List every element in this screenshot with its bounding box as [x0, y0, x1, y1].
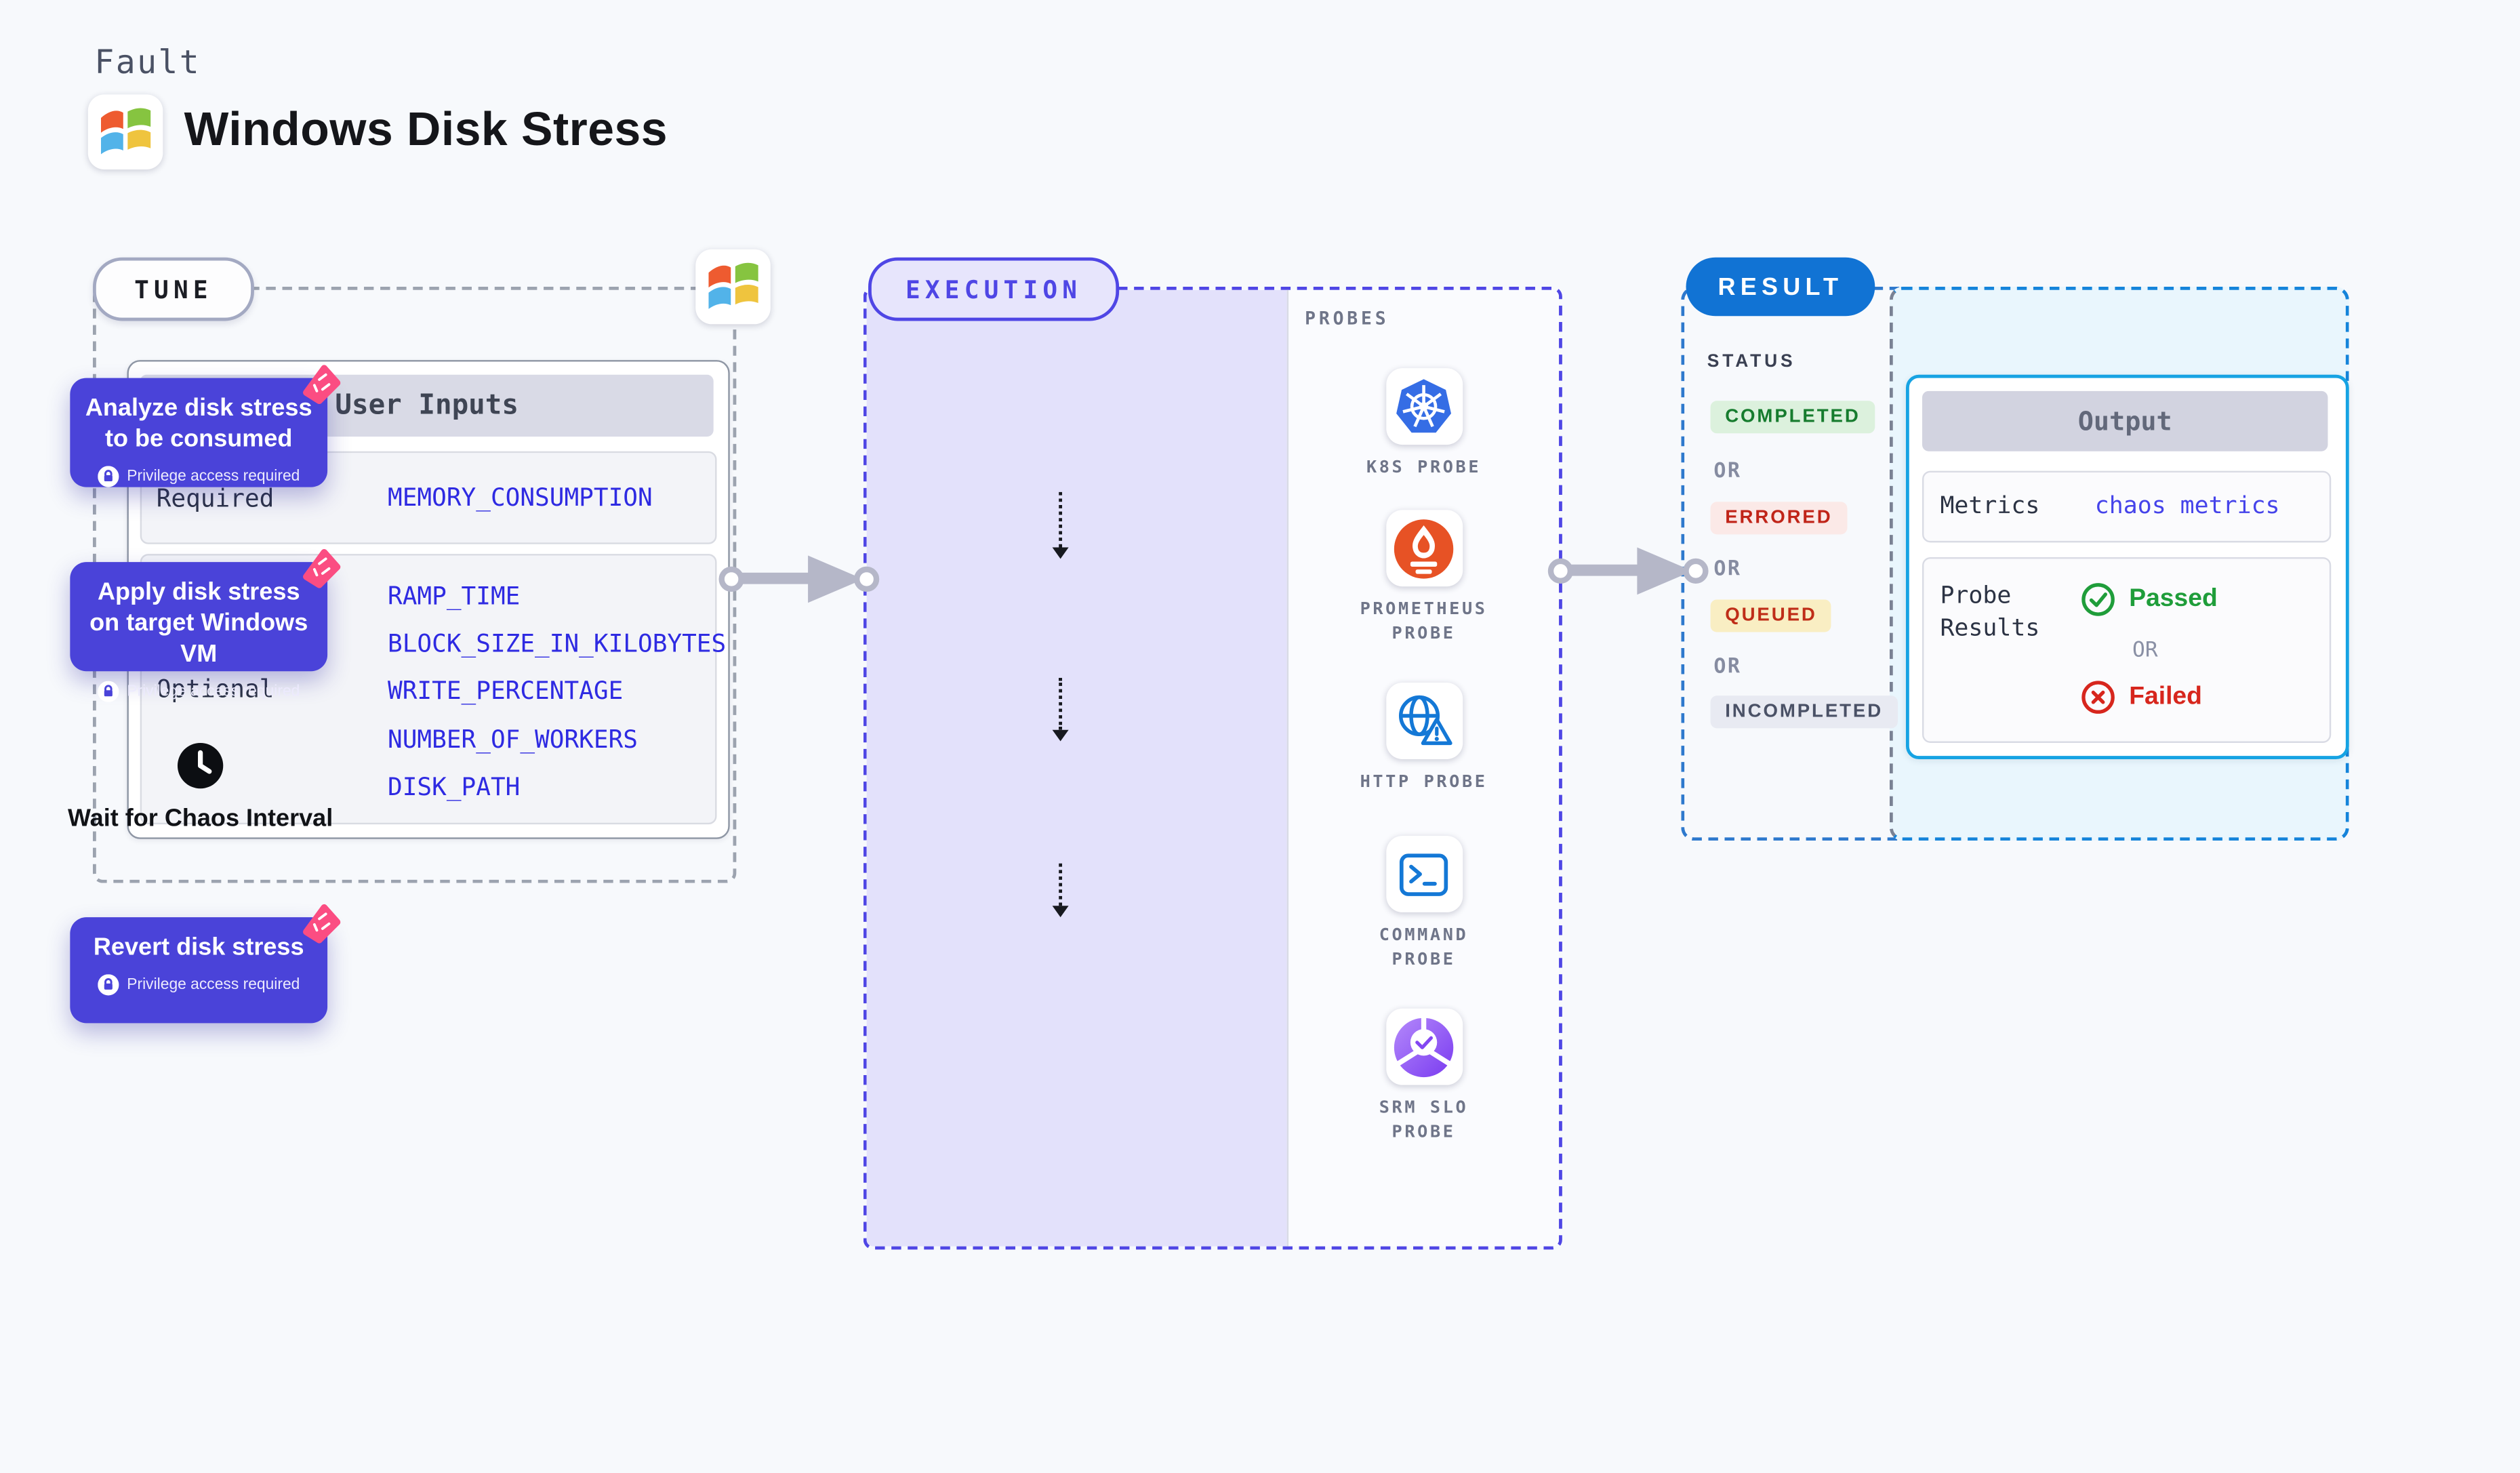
chaos-step-icon	[303, 548, 341, 588]
wait-step-title: Wait for Chaos Interval	[67, 805, 333, 833]
status-or: OR	[1713, 653, 1742, 678]
probe-prometheus: PROMETHEUS PROBE	[1288, 510, 1559, 647]
metrics-value: chaos metrics	[2094, 493, 2280, 520]
command-probe-icon	[1385, 835, 1463, 912]
optional-inputs-row: Optional RAMP_TIME BLOCK_SIZE_IN_KILOBYT…	[140, 554, 726, 825]
execution-flow-area	[866, 289, 1287, 1247]
flow-connector	[1052, 677, 1069, 742]
optional-label: Optional	[156, 674, 275, 704]
status-or: OR	[1713, 555, 1742, 580]
status-or: OR	[1713, 458, 1742, 483]
required-label: Required	[156, 483, 275, 512]
metrics-label: Metrics	[1940, 493, 2040, 520]
fault-kicker: Fault	[94, 42, 201, 82]
execution-section: PROBES K8S PROBE	[863, 286, 1562, 1250]
param-disk-path: DISK_PATH	[388, 771, 521, 802]
execution-badge: EXECUTION	[868, 257, 1120, 321]
passed-label: Passed	[2129, 584, 2218, 613]
chaos-step-icon	[303, 904, 341, 944]
probe-k8s: K8S PROBE	[1288, 368, 1559, 481]
lock-icon	[98, 973, 119, 996]
param-memory-consumption: MEMORY_CONSUMPTION	[388, 482, 653, 512]
x-circle-icon	[2081, 681, 2115, 714]
step-revert-disk-stress: Revert disk stress Privilege access requ…	[70, 904, 341, 1024]
privilege-note: Privilege access required	[127, 682, 300, 700]
probe-srm-slo: SRM SLO PROBE	[1288, 1008, 1559, 1146]
arrow-execution-to-result	[1547, 547, 1709, 595]
step-wait-for-chaos-interval: Wait for Chaos Interval	[67, 742, 334, 834]
status-label: STATUS	[1707, 352, 1796, 371]
step-title: Revert disk stress	[93, 933, 304, 962]
metrics-row: Metrics chaos metrics	[1922, 470, 2332, 543]
probe-command: COMMAND PROBE	[1288, 835, 1559, 973]
result-badge: RESULT	[1686, 257, 1875, 317]
param-number-of-workers: NUMBER_OF_WORKERS	[388, 724, 638, 754]
probe-http: HTTP PROBE	[1288, 683, 1559, 795]
step-title: Apply disk stress on target Windows VM	[89, 578, 308, 668]
lock-icon	[98, 465, 119, 487]
probe-label: K8S PROBE	[1366, 458, 1482, 478]
windows-logo-icon	[101, 108, 151, 155]
probe-label: SRM SLO PROBE	[1379, 1097, 1469, 1142]
param-write-percentage: WRITE_PERCENTAGE	[388, 677, 624, 706]
status-badge-queued: QUEUED	[1710, 599, 1832, 632]
kubernetes-icon	[1385, 368, 1463, 445]
prometheus-icon	[1385, 510, 1463, 587]
status-badge-errored: ERRORED	[1710, 502, 1848, 535]
probe-results-row: Probe Results Passed OR Failed	[1922, 557, 2332, 743]
lock-icon	[98, 680, 119, 702]
probes-label: PROBES	[1305, 308, 1389, 329]
step-apply-disk-stress: Apply disk stress on target Windows VM P…	[70, 548, 341, 702]
srm-slo-probe-icon	[1385, 1008, 1463, 1085]
windows-logo	[87, 94, 163, 169]
step-analyze-disk-stress: Analyze disk stress to be consumed Privi…	[70, 365, 341, 487]
clock-icon	[177, 742, 224, 789]
probe-result-or: OR	[2132, 639, 2158, 664]
probe-result-failed: Failed	[2080, 679, 2202, 715]
status-badge-incompleted: INCOMPLETED	[1710, 695, 1898, 729]
privilege-note: Privilege access required	[127, 975, 300, 994]
probe-results-label: Probe Results	[1940, 583, 2040, 642]
probe-label: COMMAND PROBE	[1379, 925, 1469, 970]
flow-connector	[1052, 863, 1069, 918]
status-badge-completed: COMPLETED	[1710, 401, 1875, 434]
failed-label: Failed	[2129, 683, 2202, 710]
page-title: Windows Disk Stress	[184, 104, 668, 157]
check-circle-icon	[2081, 583, 2115, 616]
param-block-size: BLOCK_SIZE_IN_KILOBYTES	[388, 629, 727, 659]
windows-logo-corner	[695, 249, 771, 325]
param-ramp-time: RAMP_TIME	[388, 582, 521, 611]
arrow-tune-to-execution	[718, 555, 880, 603]
http-probe-icon	[1385, 683, 1463, 759]
chaos-step-icon	[303, 365, 341, 405]
flow-connector	[1052, 491, 1069, 559]
output-title: Output	[1922, 390, 2328, 451]
probe-result-passed: Passed	[2080, 582, 2218, 618]
tune-badge: TUNE	[92, 257, 254, 321]
step-title: Analyze disk stress to be consumed	[85, 394, 312, 453]
privilege-note: Privilege access required	[127, 467, 300, 485]
probe-label: PROMETHEUS PROBE	[1360, 599, 1488, 644]
probe-label: HTTP PROBE	[1360, 772, 1488, 792]
windows-logo-icon	[708, 262, 758, 309]
probes-panel: PROBES K8S PROBE	[1286, 289, 1560, 1247]
output-panel: Output Metrics chaos metrics Probe Resul…	[1905, 374, 2349, 759]
